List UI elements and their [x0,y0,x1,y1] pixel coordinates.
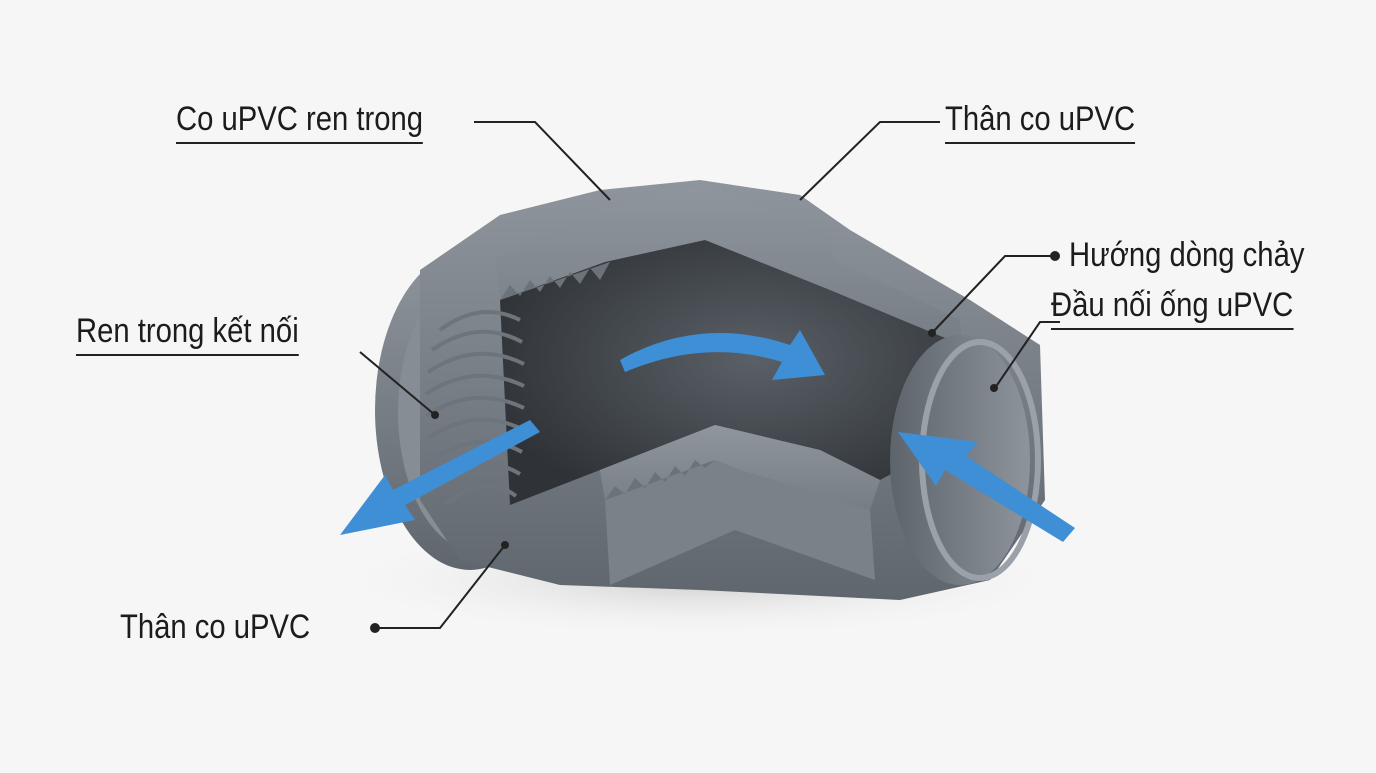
flow-arrow-inlet [898,432,1075,542]
thread-teeth [500,262,715,500]
label-pipe-socket: Đầu nối ống uPVC [1051,288,1294,330]
leader-flow-direction [929,255,1055,336]
flow-arrow-curved [620,330,825,380]
interior-cavity [500,240,962,505]
label-body-bottom: Thân co uPVC [120,608,311,646]
label-body-top: Thân co uPVC [945,102,1136,144]
flow-arrows [340,330,1075,542]
cut-face-bottom [600,425,880,510]
label-internal-thread: Ren trong kết nối [76,314,299,356]
leader-body-top [799,121,940,201]
leader-threaded-elbow [474,121,611,201]
cut-face-top [495,185,962,345]
leader-body-bottom [375,544,506,629]
label-flow-direction: Hướng dòng chảy [1069,236,1305,274]
cut-face-bottom-front [605,460,875,585]
flow-arrow-outlet [340,420,540,535]
leader-internal-thread [359,351,436,416]
leader-lines [359,121,1060,629]
leader-pipe-socket [994,321,1060,389]
leader-dots [370,251,1060,633]
label-threaded-elbow: Co uPVC ren trong [176,102,424,144]
